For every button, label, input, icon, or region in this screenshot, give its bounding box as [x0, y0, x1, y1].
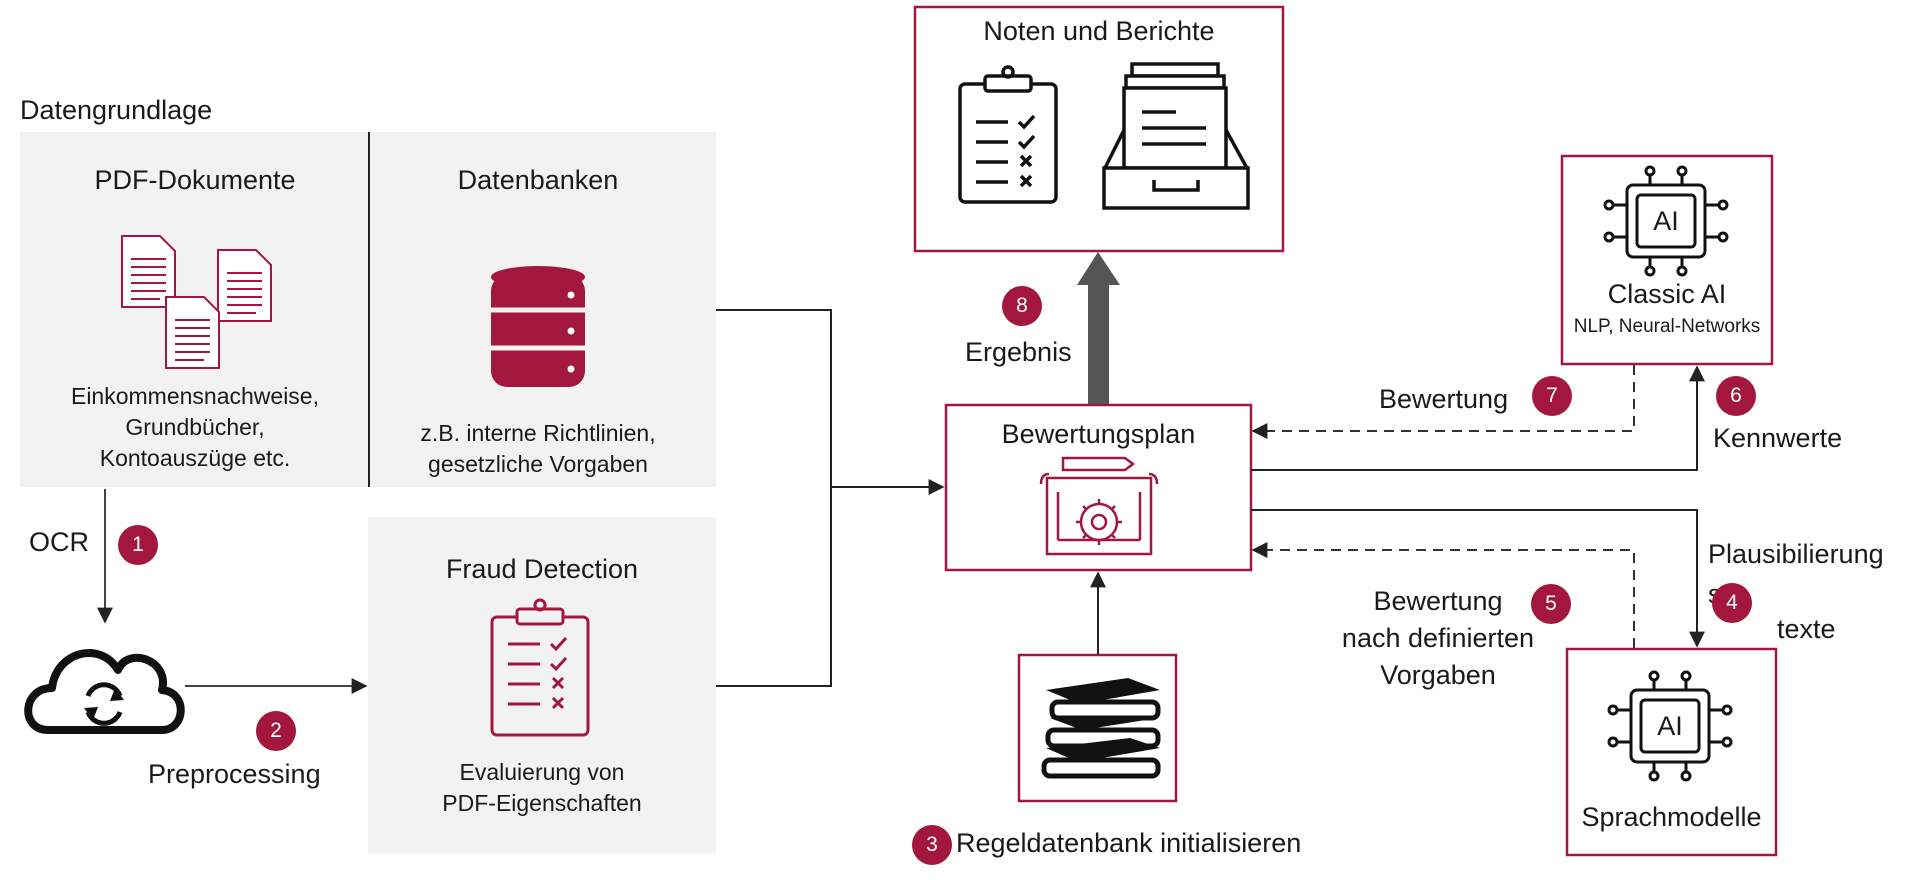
grades-title: Noten und Berichte [983, 16, 1215, 46]
databases-caption: z.B. interne Richtlinien, gesetzliche Vo… [420, 420, 656, 477]
metrics-label: Kennwerte [1713, 423, 1843, 453]
books-icon [1041, 678, 1161, 779]
data-basis-title: Datengrundlage [20, 95, 213, 125]
step-7-badge: 7 [1532, 376, 1572, 416]
database-to-plan-connector [716, 309, 832, 687]
pdf-documents-icon [121, 235, 272, 369]
clipboard-checklist-icon [490, 598, 590, 737]
plan-to-language-models-arrow [1251, 509, 1705, 648]
blueprint-gear-icon [1039, 456, 1159, 556]
plausibility-label-line3: texte [1777, 614, 1836, 644]
pdf-documents-title: PDF-Dokumente [94, 165, 296, 195]
rating-defined-label: Bewertung nach definierten Vorgaben [1341, 586, 1535, 690]
plan-title: Bewertungsplan [1001, 419, 1196, 449]
archive-tray-icon [1102, 62, 1250, 210]
language-models-title: Sprachmodelle [1581, 802, 1762, 832]
classic-ai-title: Classic AI [1607, 279, 1727, 309]
fraud-detection-panel [368, 517, 716, 854]
language-models-chip-text: AI [1657, 711, 1683, 741]
plausibility-label-line1: Plausibilierung [1708, 539, 1884, 569]
ocr-label: OCR [29, 527, 89, 557]
result-arrow [1077, 252, 1120, 404]
step-2-badge: 2 [256, 711, 296, 751]
step-8-badge: 8 [1002, 286, 1042, 326]
cloud-sync-icon [24, 649, 185, 734]
ai-chip-icon [1607, 670, 1733, 782]
database-icon [491, 266, 585, 387]
classic-ai-box [1560, 154, 1774, 366]
result-label: Ergebnis [965, 337, 1072, 367]
step-5-badge: 5 [1531, 584, 1571, 624]
rules-db-label: Regeldatenbank initialisieren [956, 828, 1302, 858]
rating-classic-label: Bewertung [1379, 384, 1509, 414]
clipboard-checklist-icon [958, 65, 1058, 204]
plan-to-classic-ai-arrow [1251, 365, 1705, 471]
step-1-badge: 1 [118, 525, 158, 565]
step-6-badge: 6 [1716, 376, 1756, 416]
step-3-badge: 3 [912, 825, 952, 865]
databases-title: Datenbanken [457, 165, 619, 195]
pdf-documents-caption: Einkommensnachweise, Grundbücher, Kontoa… [70, 383, 319, 471]
fraud-detection-title: Fraud Detection [445, 554, 639, 584]
preprocessing-label: Preprocessing [148, 759, 321, 789]
classic-ai-chip-text: AI [1653, 206, 1679, 236]
step-4-badge: 4 [1712, 583, 1752, 623]
fraud-detection-caption: Evaluierung von PDF-Eigenschaften [442, 759, 642, 816]
ai-chip-icon [1603, 165, 1729, 277]
classic-ai-subtitle: NLP, Neural-Networks [1573, 316, 1761, 337]
classic-ai-rating-arrow [1251, 365, 1635, 439]
